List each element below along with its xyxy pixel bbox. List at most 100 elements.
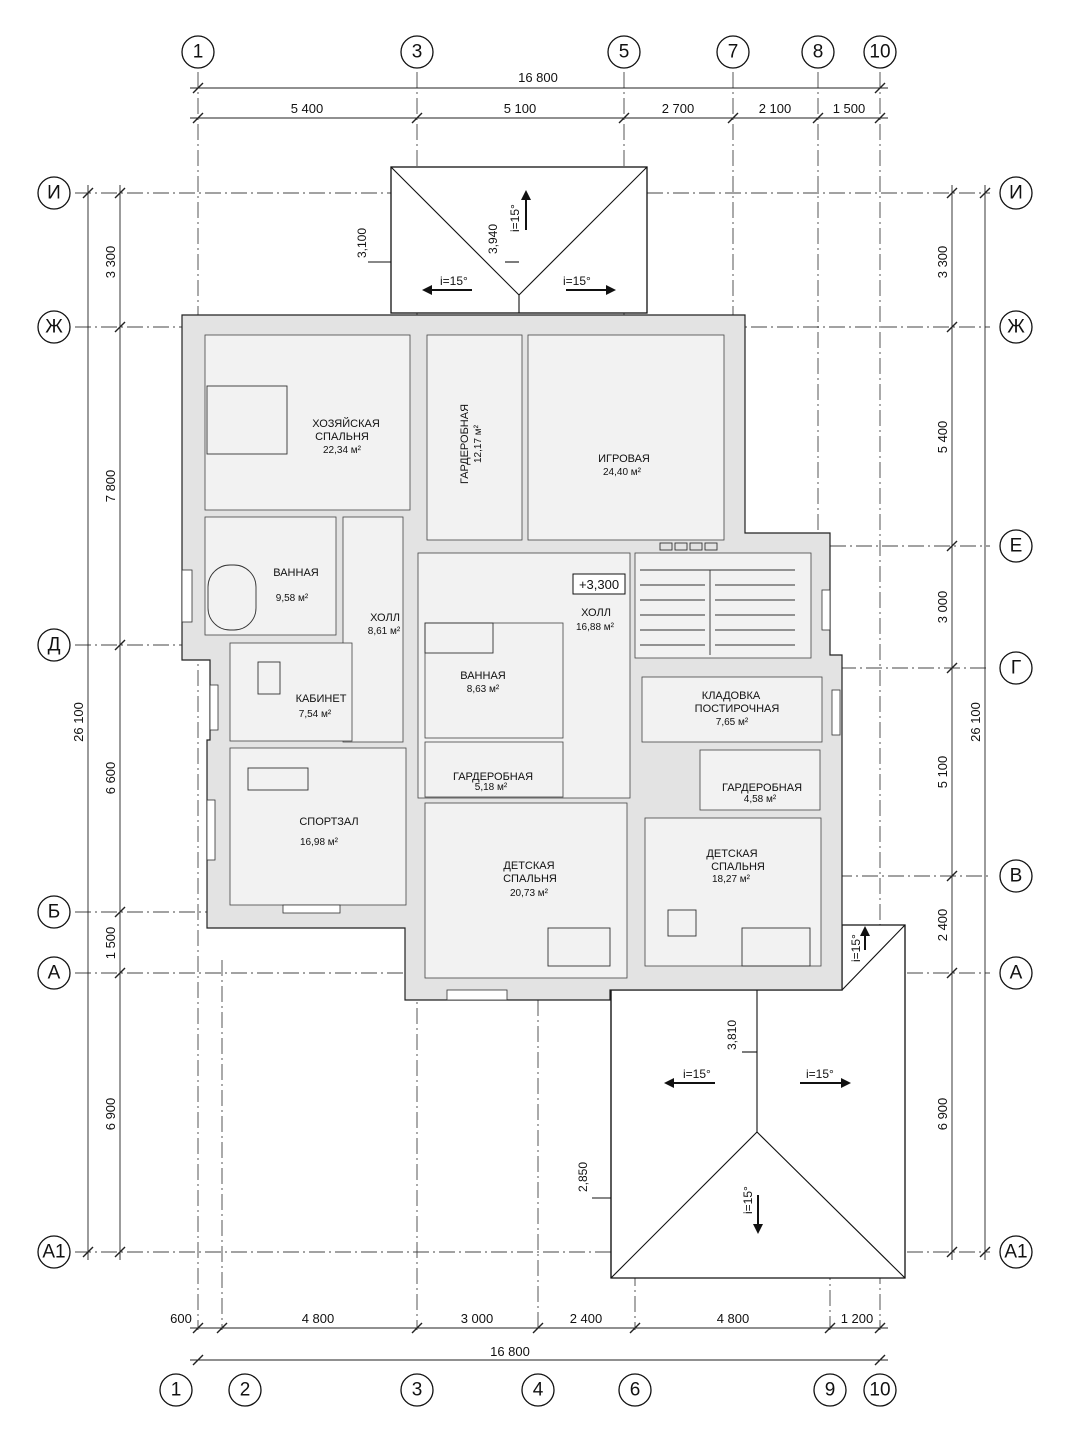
dim-right-3: 3 000: [935, 591, 950, 624]
dim-left-5: 6 900: [103, 1098, 118, 1131]
dim-bottom-total: 16 800: [490, 1344, 530, 1359]
label-bath-958: ВАННАЯ: [273, 567, 319, 579]
svg-text:А: А: [48, 963, 61, 984]
axis-bubble-left-I: И: [37, 176, 71, 210]
dim-bottom-6: 1 200: [841, 1311, 874, 1326]
desk-office: [257, 661, 281, 695]
window-right-2: [831, 689, 841, 736]
axis-bubble-right-A: А: [999, 956, 1033, 990]
building: +3,300: [181, 314, 843, 1001]
area-wardrobe-12: 12,17 м²: [473, 424, 484, 463]
area-hall-861: 8,61 м²: [368, 626, 401, 637]
svg-text:4: 4: [533, 1380, 544, 1401]
dim-right-2: 5 400: [935, 421, 950, 454]
dim-top-1: 5 400: [291, 101, 324, 116]
room-playroom: [527, 334, 725, 541]
room-wardrobe-458: [699, 749, 821, 811]
svg-text:Ж: Ж: [1007, 317, 1025, 338]
roof-bottom-slope-right: i=15°: [806, 1067, 834, 1081]
dim-top-3: 2 700: [662, 101, 695, 116]
dim-bottom-3: 3 000: [461, 1311, 494, 1326]
dim-top-5: 1 500: [833, 101, 866, 116]
svg-text:Г: Г: [1011, 658, 1021, 679]
roof-bottom-height-ridge: 3,810: [725, 1020, 739, 1050]
label-laundry-1: КЛАДОВКА: [702, 690, 761, 702]
window-gym-bottom: [282, 904, 341, 914]
label-gym: СПОРТЗАЛ: [299, 816, 358, 828]
area-kids-2073: 20,73 м²: [510, 888, 549, 899]
dim-bottom-4: 2 400: [570, 1311, 603, 1326]
level-mark: +3,300: [579, 577, 619, 592]
area-bath-863: 8,63 м²: [467, 684, 500, 695]
dim-bottom-5: 4 800: [717, 1311, 750, 1326]
axis-bubble-bottom-3: 3: [400, 1373, 434, 1407]
roof-bottom-slope-down: i=15°: [741, 1186, 755, 1214]
window-office: [209, 684, 219, 731]
label-hall-1688: ХОЛЛ: [581, 607, 611, 619]
room-bath-863: [424, 622, 564, 739]
room-kids-2073: [424, 802, 628, 979]
dim-left-1: 3 300: [103, 246, 118, 279]
axis-bubble-bottom-6: 6: [618, 1373, 652, 1407]
dim-left-2: 7 800: [103, 470, 118, 503]
bed-master: [206, 385, 288, 455]
axis-bubbles: 1 3 5 7 8 10 1 2 3 4 6 9 10 И Ж Д Б А А1…: [37, 35, 1033, 1407]
room-bath-958: [204, 516, 337, 636]
axis-bubble-left-Zh: Ж: [37, 310, 71, 344]
bathtub-oval: [207, 564, 257, 631]
svg-text:8: 8: [813, 42, 824, 63]
dim-right-4: 5 100: [935, 756, 950, 789]
svg-text:А1: А1: [1004, 1242, 1027, 1263]
axis-bubble-left-D: Д: [37, 628, 71, 662]
desk-kids-2: [667, 909, 697, 937]
dimension-texts: 16 800 5 400 5 100 2 700 2 100 1 500 600…: [71, 70, 983, 1359]
bathtub: [424, 622, 494, 654]
svg-text:А: А: [1010, 963, 1023, 984]
room-kids-1827: [644, 817, 822, 967]
svg-text:1: 1: [193, 42, 204, 63]
axis-bubble-right-G: Г: [999, 651, 1033, 685]
roof-top-height-left: 3,100: [355, 228, 369, 258]
area-gym: 16,98 м²: [300, 837, 339, 848]
dim-top-4: 2 100: [759, 101, 792, 116]
room-stairs: [634, 552, 812, 659]
svg-text:3: 3: [412, 42, 423, 63]
room-labels: ХОЗЯЙСКАЯ СПАЛЬНЯ 22,34 м² ГАРДЕРОБНАЯ 1…: [273, 404, 802, 899]
label-kids-1827-2: СПАЛЬНЯ: [711, 861, 765, 873]
dimension-lines: [82, 82, 991, 1366]
svg-text:7: 7: [728, 42, 739, 63]
svg-text:5: 5: [619, 42, 630, 63]
svg-text:Д: Д: [48, 635, 61, 656]
axis-bubble-right-I: И: [999, 176, 1033, 210]
area-wardrobe-518: 5,18 м²: [475, 782, 508, 793]
level-mark-box: [572, 573, 626, 595]
bed-kids-1: [547, 927, 611, 967]
axis-bubble-top-1: 1: [181, 35, 215, 69]
svg-text:9: 9: [825, 1380, 836, 1401]
window-gym: [206, 799, 216, 861]
label-wardrobe-518: ГАРДЕРОБНАЯ: [453, 771, 533, 783]
label-wardrobe-458: ГАРДЕРОБНАЯ: [722, 782, 802, 794]
axis-bubble-right-A1: А1: [999, 1235, 1033, 1269]
bed-kids-2: [741, 927, 811, 967]
dim-top-2: 5 100: [504, 101, 537, 116]
axis-bubble-bottom-9: 9: [813, 1373, 847, 1407]
label-bath-863: ВАННАЯ: [460, 670, 506, 682]
roof-top-slope-right: i=15°: [563, 274, 591, 288]
room-hall-861: [342, 516, 404, 743]
svg-text:10: 10: [869, 1380, 890, 1401]
svg-text:1: 1: [171, 1380, 182, 1401]
dim-left-3: 6 600: [103, 762, 118, 795]
label-office: КАБИНЕТ: [296, 693, 347, 705]
svg-text:Ж: Ж: [45, 317, 63, 338]
area-master-bedroom: 22,34 м²: [323, 445, 362, 456]
window-left: [181, 569, 193, 623]
axis-bubble-bottom-10: 10: [863, 1373, 897, 1407]
axis-bubble-top-5: 5: [607, 35, 641, 69]
label-kids-2073-2: СПАЛЬНЯ: [503, 873, 557, 885]
room-office: [229, 642, 353, 742]
dim-top-total: 16 800: [518, 70, 558, 85]
area-laundry: 7,65 м²: [716, 717, 749, 728]
label-kids-2073-1: ДЕТСКАЯ: [503, 860, 554, 872]
label-master-bedroom-2: СПАЛЬНЯ: [315, 431, 369, 443]
